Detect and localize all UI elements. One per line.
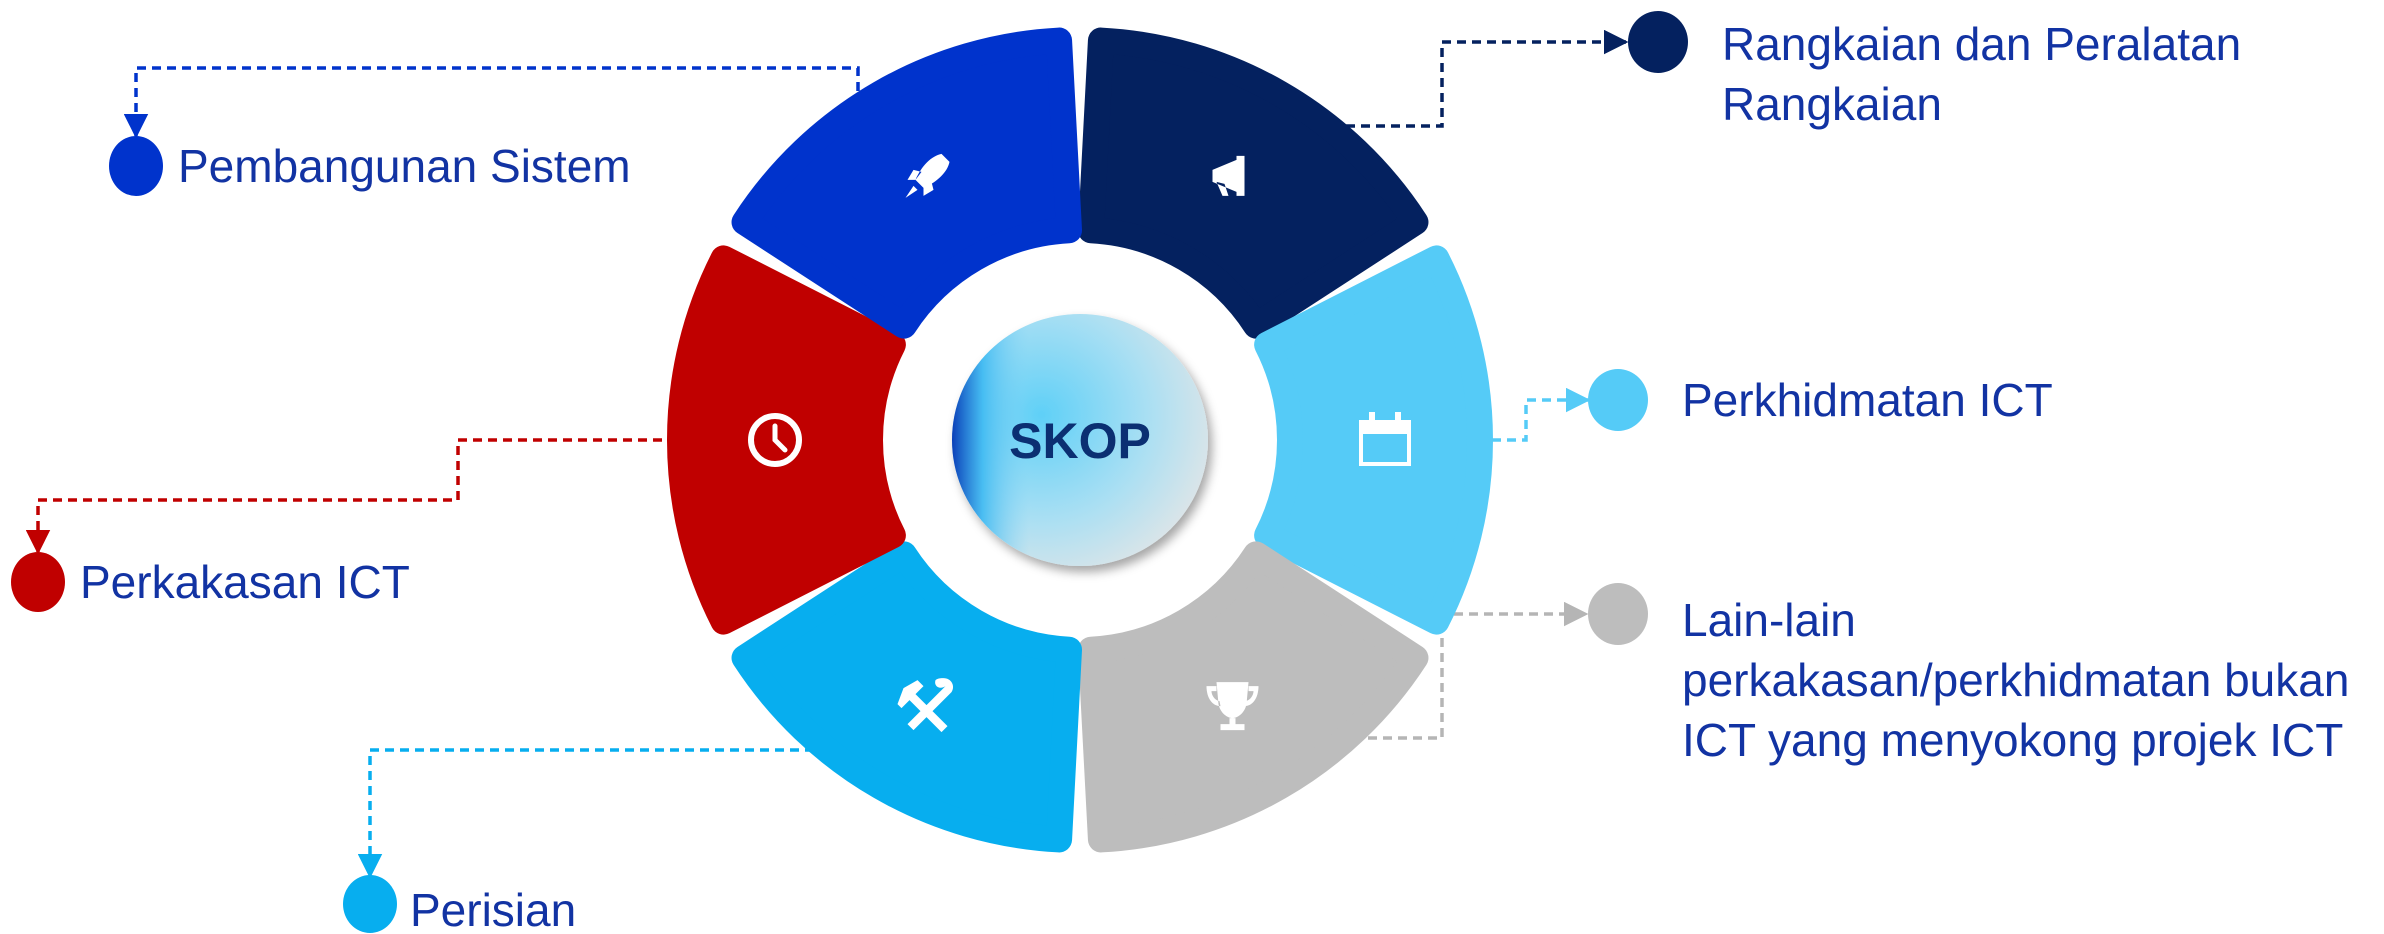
ring [667,27,1493,853]
megaphone-icon [1212,155,1245,196]
marker-dot-lain-lain [1588,583,1648,645]
label-lain-lain-line-2: perkakasan/perkhidmatan bukan [1682,654,2349,706]
label-rangkaian-line-1: Rangkaian dan Peralatan [1722,18,2241,70]
ring-segment-rangkaian [1077,27,1429,339]
clock-icon [748,413,802,467]
marker-dot-perisian [343,875,397,933]
ring-segment-perkakasan [667,245,906,635]
connector-perkakasan [25,438,692,555]
label-pembangunan-line-1: Pembangunan Sistem [178,140,631,192]
center-label: SKOP [1009,413,1151,469]
label-perisian-line-1: Perisian [410,884,576,934]
calendar-icon [1359,412,1411,466]
connector-lain-lain [1308,601,1589,740]
label-lain-lain-line-1: Lain-lain [1682,594,1856,646]
label-lain-lain-line-3: ICT yang menyokong projek ICT [1682,714,2343,766]
connector-pembangunan [123,66,860,139]
label-rangkaian-line-2: Rangkaian [1722,78,1942,130]
rocket-icon [905,153,950,198]
tools-icon [897,678,954,733]
ring-segment-perkhidmatan [1254,245,1493,635]
center-disc: SKOP [952,314,1208,566]
marker-dot-rangkaian [1628,11,1688,73]
connector-perisian [357,748,874,879]
label-perkakasan-line-1: Perkakasan ICT [80,556,410,608]
marker-dot-perkhidmatan [1588,369,1648,431]
trophy-icon [1206,682,1259,731]
labels: Rangkaian dan PeralatanRangkaianPerkhidm… [11,11,2349,934]
connector-rangkaian [1256,29,1629,128]
marker-dot-perkakasan [11,552,65,612]
ring-segment-pembangunan [731,27,1083,339]
connector-perkhidmatan [1462,387,1591,442]
label-perkhidmatan-line-1: Perkhidmatan ICT [1682,374,2053,426]
marker-dot-pembangunan [109,136,163,196]
